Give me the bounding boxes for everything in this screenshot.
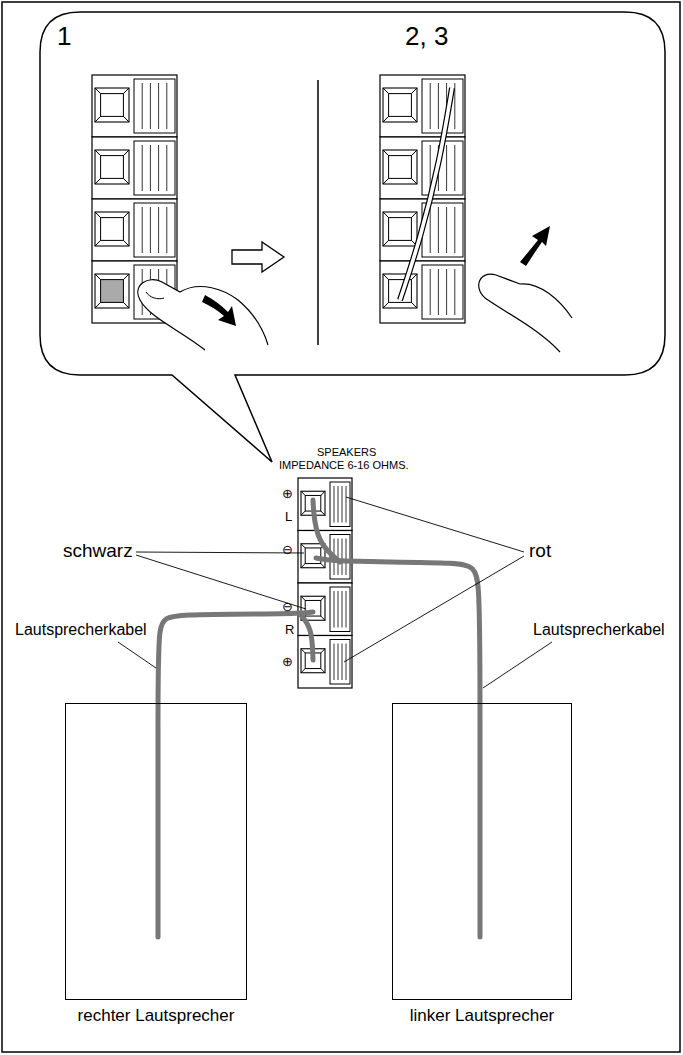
leader-line	[346, 497, 524, 552]
label: R	[284, 623, 295, 637]
speaker-cable	[300, 614, 313, 660]
label: rot	[528, 541, 552, 562]
speaker-box	[65, 703, 247, 1000]
step-number: 2, 3	[404, 22, 449, 51]
speaker-box	[392, 703, 572, 1000]
finger	[138, 280, 268, 350]
speaker-cable	[158, 612, 313, 937]
motion-arrow	[202, 295, 236, 326]
step-arrow	[232, 242, 284, 272]
label: Lautsprecherkabel	[14, 621, 148, 639]
polarity-symbol: ⊖	[281, 543, 294, 557]
speaker-cable	[313, 500, 340, 562]
polarity-symbol: ⊕	[281, 487, 294, 501]
callout-bubble	[40, 12, 665, 462]
divider	[317, 80, 319, 345]
wire	[400, 88, 452, 300]
leader-line	[118, 642, 156, 668]
label: schwarz	[62, 541, 134, 562]
speaker: rechter Lautsprecher	[65, 703, 247, 1000]
polarity-symbol: ⊖	[281, 600, 294, 614]
leader-line	[136, 555, 306, 609]
leader-line	[344, 556, 524, 662]
label: Lautsprecherkabel	[532, 621, 666, 639]
motion-arrow	[520, 226, 550, 266]
finger	[479, 274, 572, 352]
leader-line	[136, 552, 304, 553]
label: L	[284, 510, 293, 524]
label: IMPEDANCE 6-16 OHMS.	[278, 459, 410, 471]
step-number: 1	[56, 22, 72, 51]
speaker: linker Lautsprecher	[392, 703, 572, 1000]
speaker-terminal	[298, 478, 352, 688]
speaker-cable	[316, 558, 480, 937]
leader-line	[483, 642, 552, 688]
terminal-illustration	[380, 75, 465, 323]
polarity-symbol: ⊕	[281, 655, 294, 669]
speaker-name: rechter Lautsprecher	[45, 1006, 267, 1026]
speaker-name: linker Lautsprecher	[372, 1006, 592, 1026]
label: SPEAKERS	[316, 446, 377, 458]
